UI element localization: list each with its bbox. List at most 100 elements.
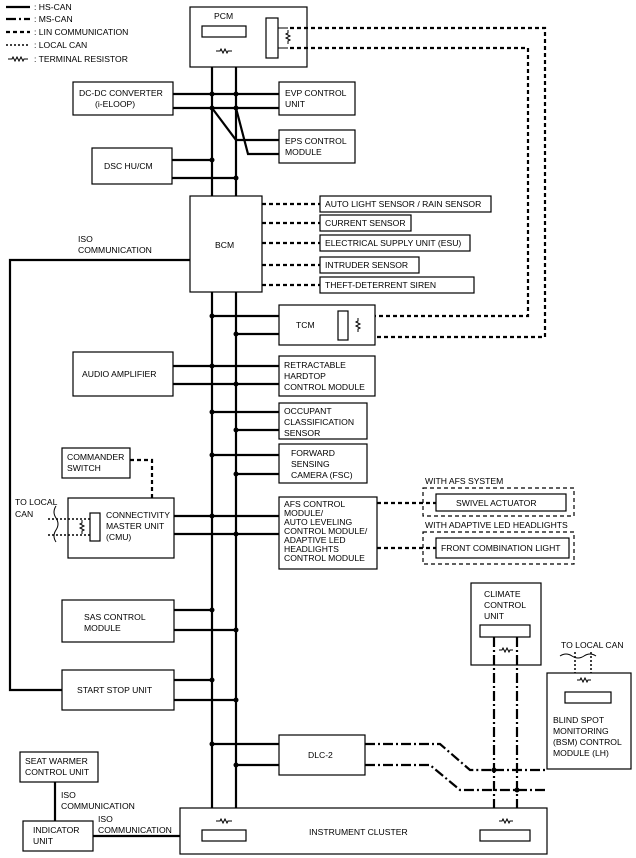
climate-control-unit: CLIMATE CONTROL UNIT (470, 582, 542, 826)
fsc-camera: FORWARD SENSING CAMERA (FSC) (209, 443, 368, 484)
eps-control-module: EPS CONTROL MODULE (211, 107, 356, 164)
seat-warmer-box (19, 751, 99, 783)
auto-light-sensor-box (319, 195, 492, 213)
fsc-label-1: FORWARD (291, 448, 335, 458)
node (233, 762, 239, 768)
bsm-label-1: BLIND SPOT (553, 715, 605, 725)
occupant-sensor: OCCUPANT CLASSIFICATION SENSOR (209, 402, 368, 440)
audio-box (72, 351, 174, 397)
siren-box (319, 276, 475, 294)
cmu-module: TO LOCAL CAN CONNECTIVITY MASTER UNIT (C… (15, 497, 239, 559)
eps-bus-a (211, 107, 279, 142)
to-local-can-left-1: TO LOCAL (15, 497, 58, 507)
dlc-ms-a (365, 742, 494, 772)
climate-label-1: CLIMATE (484, 589, 521, 599)
indicator-box (22, 820, 94, 852)
cmu-cut-mark (53, 505, 59, 543)
node (233, 471, 239, 477)
cluster-ms-resistor (499, 817, 513, 825)
occupant-box (278, 402, 368, 440)
iso-communication-left: ISO COMMUNICATION (8, 234, 190, 692)
bsm-label-4: MODULE (LH) (553, 748, 609, 758)
dcdc-label-1: DC-DC CONVERTER (79, 88, 163, 98)
instrument-cluster: INSTRUMENT CLUSTER (179, 807, 548, 855)
evp-label-1: EVP CONTROL (285, 88, 347, 98)
afs-label-1: AFS CONTROL (284, 499, 345, 509)
cmu-local-connector (89, 512, 101, 542)
climate-connector (479, 624, 531, 638)
cmu-label-3: (CMU) (106, 532, 131, 542)
current-sensor-label: CURRENT SENSOR (325, 218, 406, 228)
pcm-terminal-resistor (216, 47, 232, 55)
sas-label-2: MODULE (84, 623, 121, 633)
dsc-module: DSC HU/CM (91, 147, 239, 185)
cluster-ms-connector (479, 829, 531, 842)
pcm-connector (201, 25, 247, 38)
pcm-label: PCM (214, 11, 233, 21)
eps-label-1: EPS CONTROL (285, 136, 347, 146)
afs-box (278, 496, 378, 570)
hardtop-label-2: HARDTOP (284, 371, 326, 381)
node (209, 452, 215, 458)
commander-box (61, 447, 131, 479)
cluster-hs-connector (201, 829, 247, 842)
sas-control-module: SAS CONTROL MODULE (61, 599, 239, 643)
legend-lin-label: : LIN COMMUNICATION (34, 27, 128, 37)
afs-label-2: MODULE/ (284, 508, 324, 518)
afs-options: WITH AFS SYSTEM SWIVEL ACTUATOR WITH ADA… (377, 476, 575, 565)
dlc2-connector: DLC-2 (209, 734, 520, 793)
front-combination-light-label: FRONT COMBINATION LIGHT (441, 543, 561, 553)
commander-switch: COMMANDER SWITCH (61, 447, 154, 498)
afs-label-7: CONTROL MODULE (284, 553, 365, 563)
dlc-ms-b (365, 763, 517, 792)
swivel-actuator-label: SWIVEL ACTUATOR (456, 498, 537, 508)
node (233, 627, 239, 633)
occupant-label-3: SENSOR (284, 428, 320, 438)
tcm-label: TCM (296, 320, 315, 330)
climate-label-3: UNIT (484, 611, 505, 621)
node (209, 607, 215, 613)
fsc-label-2: SENSING (291, 459, 330, 469)
seat-warmer-label-1: SEAT WARMER (25, 756, 88, 766)
dlc-label: DLC-2 (308, 750, 333, 760)
hardtop-box (278, 355, 376, 397)
hardtop-label-1: RETRACTABLE (284, 360, 346, 370)
esu-box (319, 234, 471, 252)
evp-label-2: UNIT (285, 99, 306, 109)
bsm-label-2: MONITORING (553, 726, 609, 736)
dcdc-box (72, 81, 174, 116)
legend-resistor-label: : TERMINAL RESISTOR (34, 54, 128, 64)
fsc-box (278, 443, 368, 484)
dcdc-label-2: (i-ELOOP) (95, 99, 135, 109)
audio-label: AUDIO AMPLIFIER (82, 369, 157, 379)
fsc-label-3: CAMERA (FSC) (291, 470, 353, 480)
iso-bottom-label-1: ISO (98, 814, 113, 824)
node (233, 331, 239, 337)
dsc-box (91, 147, 173, 185)
intruder-sensor-label: INTRUDER SENSOR (325, 260, 408, 270)
climate-label-2: CONTROL (484, 600, 526, 610)
bcm-lin-devices: AUTO LIGHT SENSOR / RAIN SENSOR CURRENT … (262, 195, 492, 294)
sas-box (61, 599, 175, 643)
eps-bus-b (234, 107, 279, 156)
start-stop-box (61, 669, 175, 711)
cmu-resistor (78, 520, 86, 534)
legend-ms-can-label: : MS-CAN (34, 14, 73, 24)
cluster-hs-resistor (216, 817, 232, 825)
bsm-connector (564, 691, 612, 704)
esu-label: ELECTRICAL SUPPLY UNIT (ESU) (325, 238, 461, 248)
bcm-label: BCM (215, 240, 234, 250)
bsm-label-3: (BSM) CONTROL (553, 737, 622, 747)
afs-label-5: ADAPTIVE LED (284, 535, 346, 545)
commander-label-2: SWITCH (67, 463, 101, 473)
occupant-label-2: CLASSIFICATION (284, 417, 354, 427)
pcm-tcm-link-inner (290, 46, 530, 318)
afs-label-3: AUTO LEVELING (284, 517, 352, 527)
bcm-box (189, 195, 263, 293)
commander-lin-link (130, 458, 154, 498)
iso-bottom-label-2: COMMUNICATION (98, 825, 172, 835)
seat-warmer-label-2: CONTROL UNIT (25, 767, 90, 777)
tcm-resistor (354, 318, 362, 332)
bsm-resistor (577, 676, 591, 684)
node (209, 157, 215, 163)
